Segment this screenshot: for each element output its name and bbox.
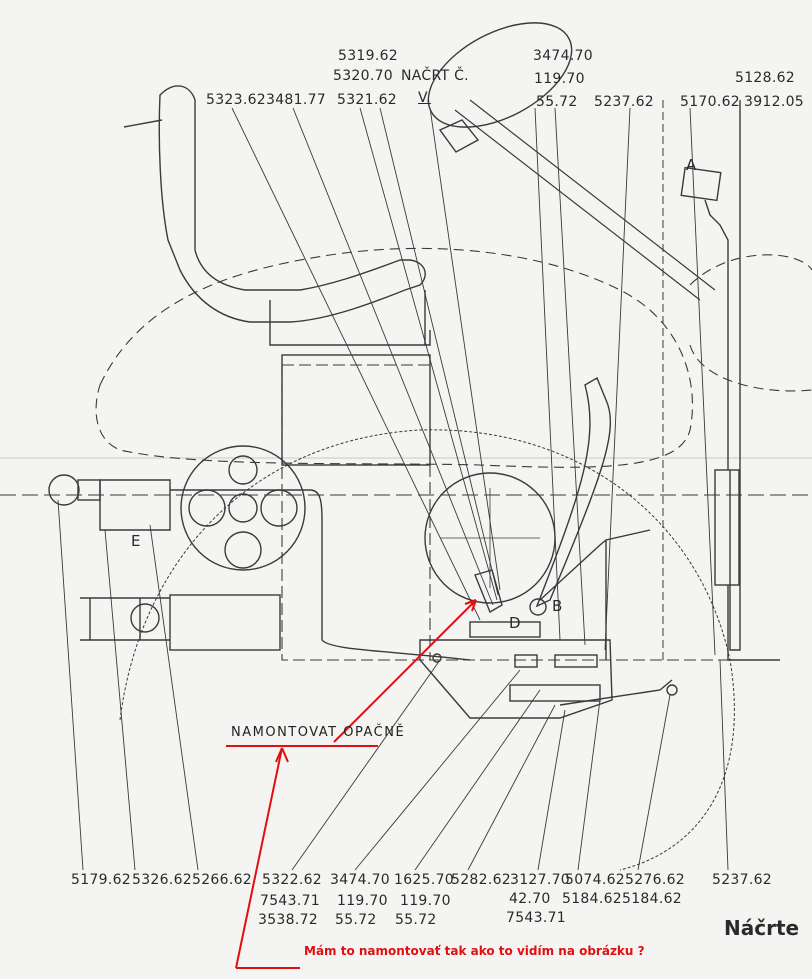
label-5266-62: 5266.62 xyxy=(192,872,252,888)
seat-rail xyxy=(269,290,431,346)
label-5321-62: 5321.62 xyxy=(337,92,397,108)
question-annotation: Mám to namontovať tak ako to vidím na ob… xyxy=(304,944,645,958)
label-1625-70: 1625.70 xyxy=(394,872,454,888)
label-3474-70-top: 3474.70 xyxy=(533,48,593,64)
label-3481-77: 3481.77 xyxy=(266,92,326,108)
label-5179-62: 5179.62 xyxy=(71,872,131,888)
seat-support xyxy=(281,354,431,466)
label-5074-62: 5074.62 xyxy=(565,872,625,888)
label-5128-62: 5128.62 xyxy=(735,70,795,86)
label-v: V. xyxy=(418,90,431,106)
letter-e: E xyxy=(131,532,141,550)
label-5184-62-a: 5184.62 xyxy=(562,891,622,907)
label-nacrt: NAČRT Č. xyxy=(401,68,469,84)
red-annotation xyxy=(226,599,477,969)
letter-a: A xyxy=(686,156,697,174)
label-119-70-b1: 119.70 xyxy=(337,893,388,909)
label-5282-62: 5282.62 xyxy=(451,872,511,888)
label-3474-70-bottom: 3474.70 xyxy=(330,872,390,888)
label-5326-62: 5326.62 xyxy=(132,872,192,888)
label-5170-62: 5170.62 xyxy=(680,94,740,110)
sheet-title: Náčrte xyxy=(724,916,800,940)
valve-block-right xyxy=(714,469,740,586)
label-42-70: 42.70 xyxy=(509,891,551,907)
mounting-note: NAMONTOVAT OPAČNĚ xyxy=(231,725,406,740)
seat xyxy=(158,85,426,323)
label-5319-62: 5319.62 xyxy=(338,48,398,64)
lower-bracket xyxy=(419,639,613,719)
box-a xyxy=(680,166,722,202)
steering-wheel xyxy=(427,22,573,128)
label-5184-62-b: 5184.62 xyxy=(622,891,682,907)
pressure-gauge xyxy=(48,474,80,506)
body-outline xyxy=(95,247,693,468)
label-55-72-b1: 55.72 xyxy=(335,912,377,928)
label-5323-62: 5323.62 xyxy=(206,92,266,108)
label-3127-70: 3127.70 xyxy=(510,872,570,888)
letter-b: B xyxy=(552,597,563,615)
label-55-72-b2: 55.72 xyxy=(395,912,437,928)
label-5237-62-bottom: 5237.62 xyxy=(712,872,772,888)
label-5320-70: 5320.70 xyxy=(333,68,393,84)
label-3912-05: 3912.05 xyxy=(744,94,804,110)
right-wheel-outline xyxy=(689,254,812,392)
label-119-70-top: 119.70 xyxy=(534,71,585,87)
label-7543-71-a: 7543.71 xyxy=(260,893,320,909)
frame-dashed xyxy=(281,364,760,661)
label-55-72-top: 55.72 xyxy=(536,94,578,110)
label-5237-62-top: 5237.62 xyxy=(594,94,654,110)
label-119-70-b2: 119.70 xyxy=(400,893,451,909)
red-arrow-up xyxy=(333,599,477,743)
steering-column xyxy=(454,99,716,301)
pulley-large xyxy=(180,445,306,571)
label-7543-71-b: 7543.71 xyxy=(506,910,566,926)
label-5276-62: 5276.62 xyxy=(625,872,685,888)
red-arrow-question xyxy=(235,747,283,969)
letter-d: D xyxy=(509,614,521,632)
pedal-b xyxy=(535,376,612,608)
label-3538-72: 3538.72 xyxy=(258,912,318,928)
label-5322-62: 5322.62 xyxy=(262,872,322,888)
